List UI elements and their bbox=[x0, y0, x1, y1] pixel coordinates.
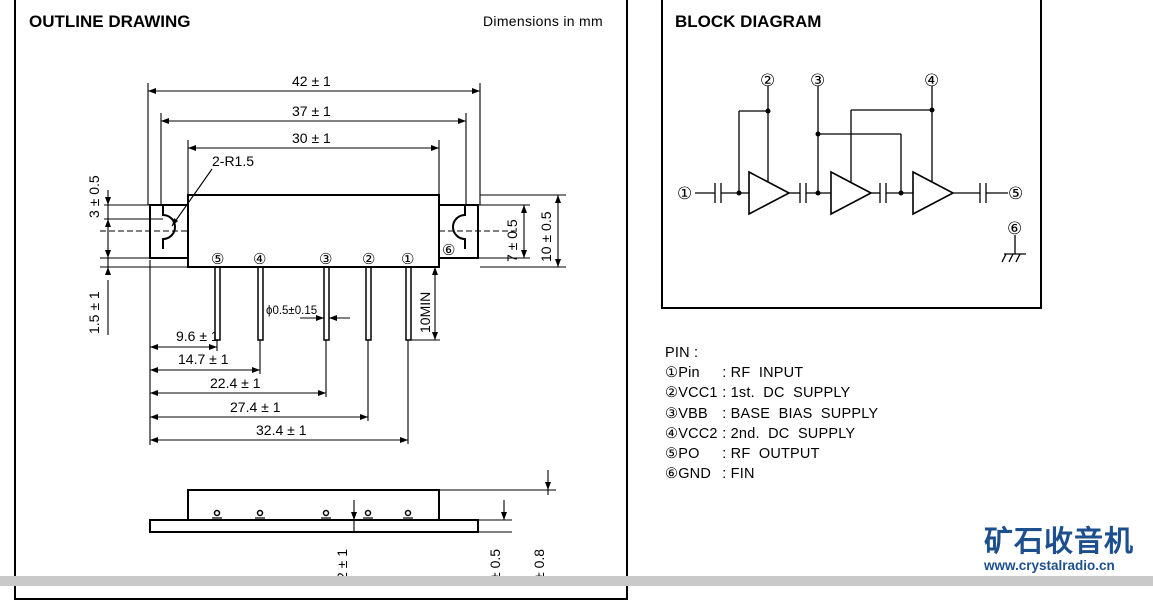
dim-30: 30 ± 1 bbox=[292, 130, 331, 146]
pin-3 bbox=[323, 266, 330, 341]
pin-item-6: ⑥GND : FIN bbox=[665, 464, 878, 484]
amp-2 bbox=[830, 170, 873, 216]
dim-7: 7 ± 0.5 bbox=[504, 219, 520, 262]
block-node-2: ② bbox=[760, 71, 775, 90]
pin-desc: : RF INPUT bbox=[722, 365, 804, 382]
dim-3: 3 ± 0.5 bbox=[86, 175, 102, 218]
pin-num: ④ bbox=[665, 425, 679, 442]
dim-37: 37 ± 1 bbox=[292, 103, 331, 119]
outline-pin-4: ④ bbox=[253, 251, 266, 268]
dim-10: 10 ± 0.5 bbox=[538, 211, 554, 262]
dim-42: 42 ± 1 bbox=[292, 73, 331, 89]
pin-item-3: ③VBB : BASE BIAS SUPPLY bbox=[665, 404, 878, 424]
pin-desc: : RF OUTPUT bbox=[722, 446, 820, 463]
side-dim-a: 2 ± 1 bbox=[334, 549, 350, 580]
pin-list: PIN : ①Pin : RF INPUT ②VCC1: 1st. DC SUPP… bbox=[665, 343, 878, 484]
bottom-scrollbar[interactable] bbox=[0, 576, 1153, 586]
pin-1 bbox=[405, 266, 412, 341]
outline-drawing: 42 ± 1 37 ± 1 30 ± 1 2-R1.5 9.6 ± 1 14.7… bbox=[86, 71, 1026, 580]
pin-item-1: ①Pin : RF INPUT bbox=[665, 363, 878, 383]
outline-title: OUTLINE DRAWING bbox=[29, 12, 191, 31]
dim-14-7: 14.7 ± 1 bbox=[178, 351, 229, 367]
pin-num: ① bbox=[665, 365, 679, 382]
pin-desc: : 1st. DC SUPPLY bbox=[722, 385, 851, 402]
side-dim-c: ± 0.8 bbox=[531, 549, 547, 580]
outline-pin-5: ⑤ bbox=[211, 251, 224, 268]
watermark-chinese: 矿石收音机 bbox=[984, 526, 1135, 558]
pin-2 bbox=[365, 266, 372, 341]
pin-desc: : BASE BIAS SUPPLY bbox=[722, 405, 879, 422]
dim-9-6: 9.6 ± 1 bbox=[176, 328, 219, 344]
pin-name: GND bbox=[678, 466, 712, 483]
block-node-4: ④ bbox=[924, 71, 939, 90]
pin-name: PO bbox=[678, 446, 700, 463]
dim-32-4: 32.4 ± 1 bbox=[256, 422, 307, 438]
pin-name: VCC1 bbox=[678, 385, 718, 402]
pin-item-2: ②VCC1: 1st. DC SUPPLY bbox=[665, 383, 878, 403]
dim-27-4: 27.4 ± 1 bbox=[230, 399, 281, 415]
dim-radius: 2-R1.5 bbox=[212, 153, 254, 169]
pin-item-5: ⑤PO : RF OUTPUT bbox=[665, 444, 878, 464]
outline-pin-3: ③ bbox=[319, 251, 332, 268]
block-node-1: ① bbox=[677, 184, 692, 203]
block-diagram-panel bbox=[661, 0, 1042, 309]
units-label: Dimensions in mm bbox=[483, 13, 603, 29]
pin-4 bbox=[257, 266, 264, 341]
outline-pin-2: ② bbox=[362, 251, 375, 268]
side-body bbox=[187, 489, 440, 521]
pin-desc: : 2nd. DC SUPPLY bbox=[722, 425, 856, 442]
pin-num: ② bbox=[665, 385, 679, 402]
block-node-5: ⑤ bbox=[1008, 184, 1023, 203]
outline-pin-6: ⑥ bbox=[442, 242, 455, 259]
block-node-6: ⑥ bbox=[1007, 219, 1022, 238]
dim-22-4: 22.4 ± 1 bbox=[210, 375, 261, 391]
dim-1-5: 1.5 ± 1 bbox=[86, 291, 102, 334]
pin-name: VCC2 bbox=[678, 425, 718, 442]
pin-name: Pin bbox=[678, 365, 700, 382]
watermark-logo: 矿石收音机 www.crystalradio.cn bbox=[984, 526, 1153, 574]
pin-num: ⑥ bbox=[665, 466, 679, 483]
block-title: BLOCK DIAGRAM bbox=[675, 12, 822, 31]
dim-10min: 10MIN bbox=[417, 292, 433, 333]
block-node-3: ③ bbox=[810, 71, 825, 90]
pin-desc: : FIN bbox=[722, 466, 755, 483]
outline-drawing-panel bbox=[14, 0, 628, 600]
amp-1 bbox=[748, 170, 791, 216]
pin-num: ③ bbox=[665, 405, 679, 422]
side-dim-b: ± 0.5 bbox=[487, 549, 503, 580]
dim-diameter: ϕ0.5±0.15 bbox=[266, 305, 317, 317]
amp-3 bbox=[912, 170, 955, 216]
outline-pin-1: ① bbox=[401, 251, 414, 268]
pin-name: VBB bbox=[678, 405, 708, 422]
watermark-url: www.crystalradio.cn bbox=[984, 558, 1115, 573]
pin-num: ⑤ bbox=[665, 446, 679, 463]
pin-heading: PIN : bbox=[665, 345, 699, 361]
side-flange bbox=[149, 519, 479, 533]
pin-item-4: ④VCC2: 2nd. DC SUPPLY bbox=[665, 424, 878, 444]
